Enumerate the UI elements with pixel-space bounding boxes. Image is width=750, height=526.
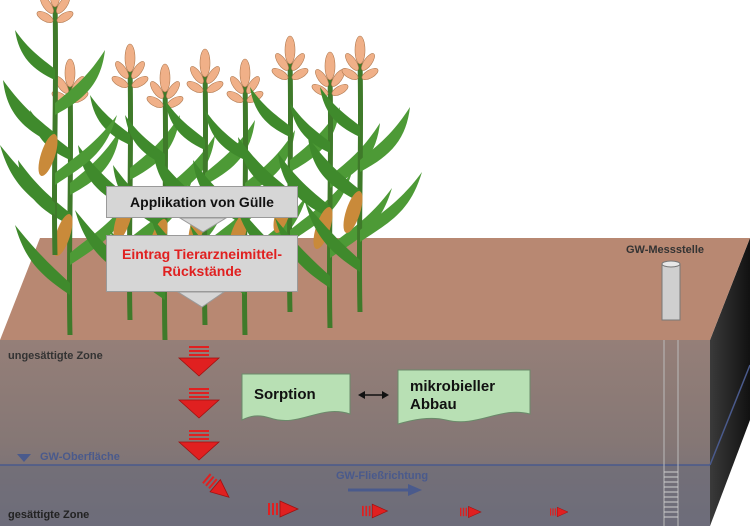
- microbial-label-line1: mikrobieller: [410, 378, 496, 395]
- gw-station-label: GW-Messstelle: [626, 244, 705, 256]
- sorption-label: Sorption: [254, 386, 316, 403]
- microbial-box-shape: [397, 369, 531, 425]
- block-side-face: [710, 238, 750, 526]
- saturated-zone-face: [0, 465, 710, 526]
- flow-direction-arrowhead: [408, 484, 422, 496]
- sorption-box-shape: [241, 373, 351, 421]
- microbial-label-line2: Abbau: [410, 396, 457, 413]
- unsaturated-zone-label: ungesättigte Zone: [8, 350, 103, 362]
- inverted-triangle-icon: [17, 454, 31, 462]
- saturated-zone-label: gesättigte Zone: [8, 509, 90, 521]
- microbial-label: mikrobieller Abbau: [410, 378, 495, 414]
- input-label-line2: Rückstände: [162, 263, 242, 279]
- application-box: Applikation von Gülle: [106, 186, 298, 218]
- application-arrow-top: [178, 217, 228, 233]
- gw-surface-label: GW-Oberfläche: [40, 451, 120, 463]
- gw-surface-line-side: [709, 364, 750, 466]
- flow-direction-label: GW-Fließrichtung: [336, 470, 429, 482]
- input-label-line1: Eintrag Tierarzneimittel-: [121, 246, 282, 262]
- input-box: Eintrag Tierarzneimittel- Rückstände: [106, 235, 298, 292]
- application-arrow: [176, 291, 226, 308]
- double-arrow-left-head: [358, 391, 365, 399]
- application-label: Applikation von Gülle: [130, 194, 274, 210]
- gw-well: [661, 260, 681, 526]
- double-arrow-right-head: [382, 391, 389, 399]
